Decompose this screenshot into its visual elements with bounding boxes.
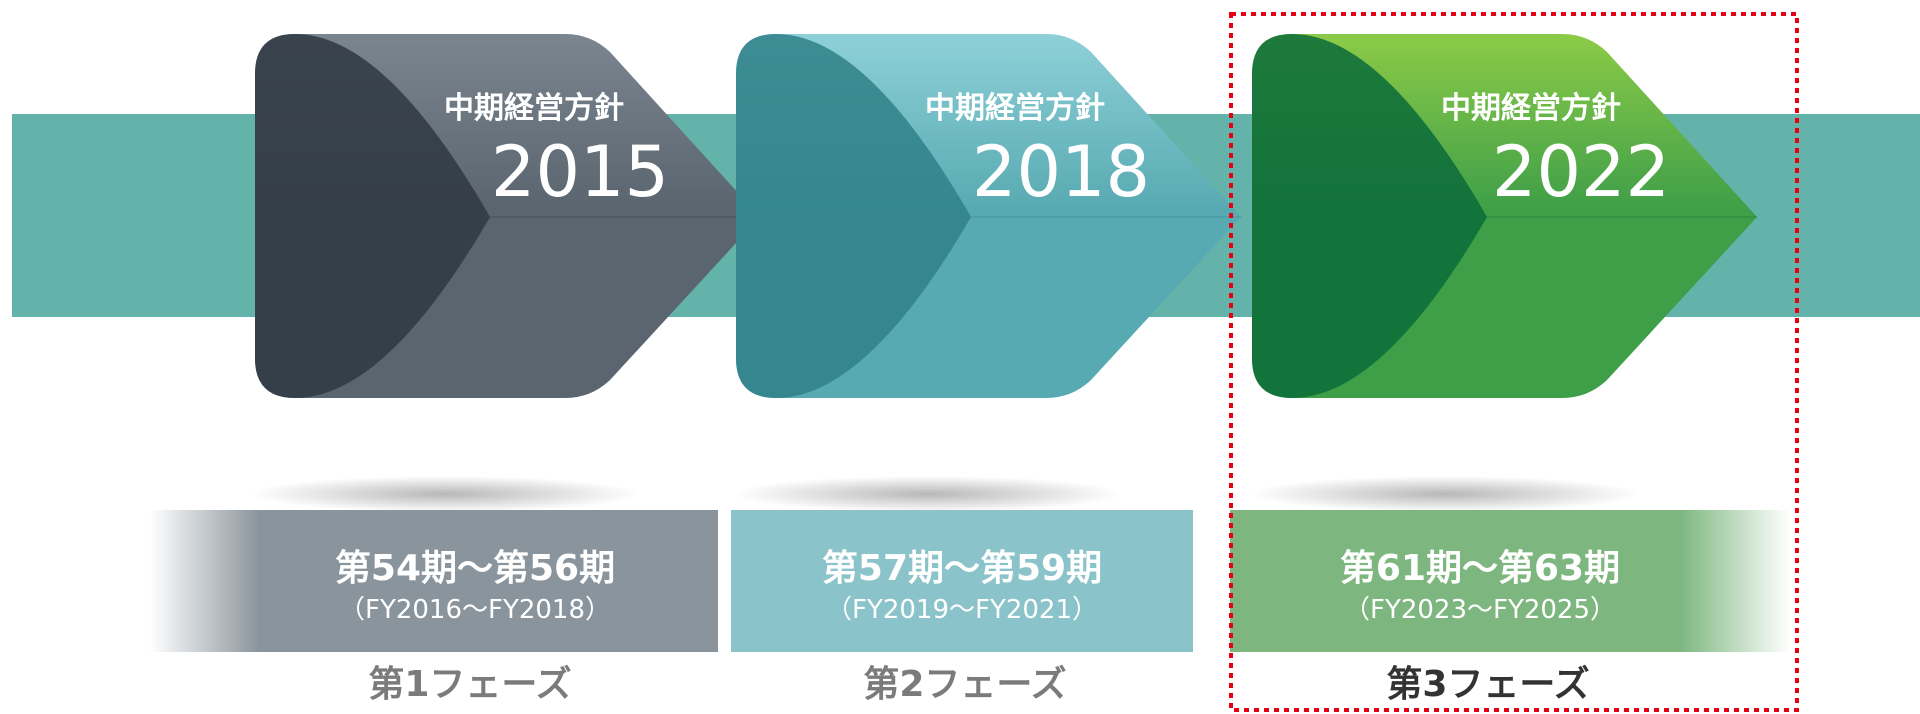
plan-label: 中期経営方針: [444, 91, 624, 126]
phase-label: 第2フェーズ: [863, 663, 1066, 705]
period-band-2: [731, 510, 1193, 652]
period-range: 第57期～第59期: [822, 548, 1102, 589]
plan-year: 2018: [972, 131, 1150, 213]
phase-label: 第1フェーズ: [368, 663, 571, 705]
period-range: 第61期～第63期: [1340, 548, 1620, 589]
plan-year: 2022: [1492, 131, 1670, 213]
plan-label: 中期経営方針: [925, 91, 1105, 126]
arrow-fold: [255, 34, 490, 398]
fiscal-year-range: （FY2019～FY2021）: [826, 595, 1098, 625]
arrow-plan-2022: [1252, 34, 1757, 398]
arrow-shadow: [733, 476, 1123, 512]
current-phase-highlight: [1229, 12, 1799, 712]
plan-year: 2015: [491, 131, 669, 213]
arrow-fold: [1252, 34, 1487, 398]
arrow-shadow: [250, 476, 640, 512]
fiscal-year-range: （FY2023～FY2025）: [1344, 595, 1616, 625]
arrow-shadow: [1250, 476, 1640, 512]
arrow-fold: [736, 34, 971, 398]
phase-label: 第3フェーズ: [1386, 663, 1589, 705]
arrow-plan-2018: [736, 34, 1241, 398]
arrow-plan-2015: [255, 34, 760, 398]
period-range: 第54期～第56期: [335, 548, 615, 589]
plan-label: 中期経営方針: [1441, 91, 1621, 126]
band-fade-left: [150, 510, 260, 652]
fiscal-year-range: （FY2016～FY2018）: [339, 595, 611, 625]
band-fade-right: [1680, 510, 1790, 652]
